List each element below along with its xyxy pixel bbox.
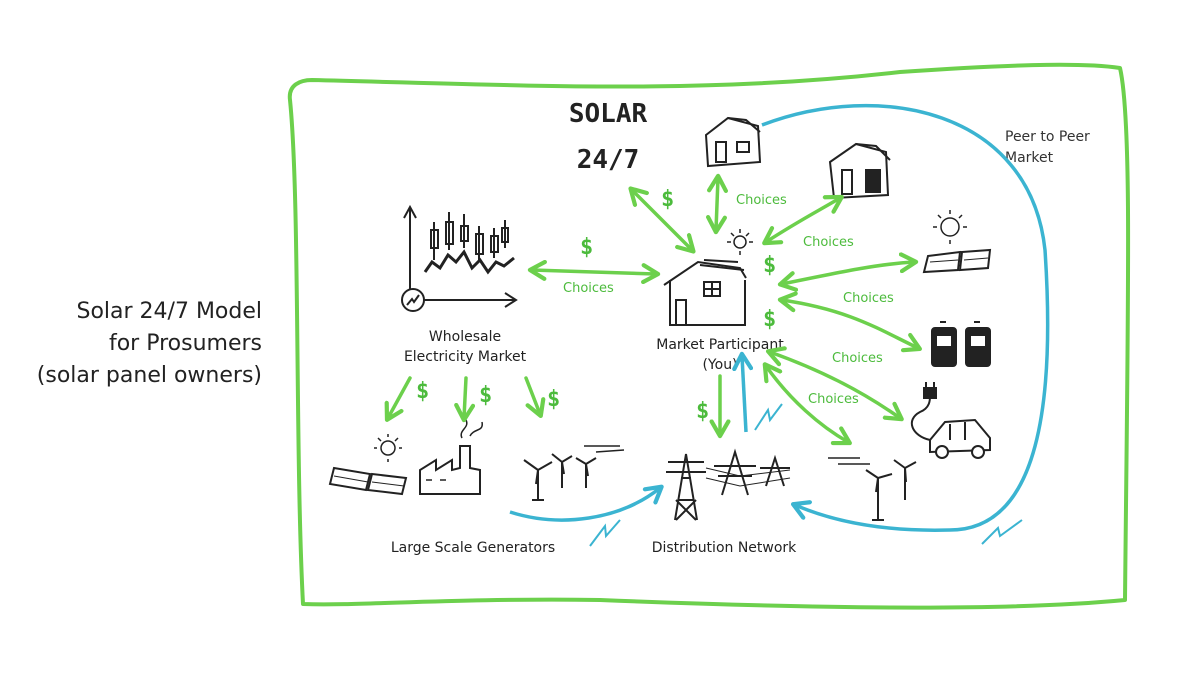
solar-title-247: 24/7 (577, 145, 640, 175)
p2p-label-1: Peer to Peer (1005, 129, 1090, 145)
battery-icon (931, 321, 991, 367)
choices-label: Choices (843, 291, 894, 306)
factory-icon (419, 419, 483, 495)
p2p-flow-line (761, 103, 1050, 532)
grid-to-participant-flow (732, 351, 754, 433)
choices-label: Choices (803, 235, 854, 250)
electric-car-icon (910, 395, 991, 459)
caption-line-2: for Prosumers (108, 331, 262, 356)
arrow-participant-house (705, 173, 729, 235)
arrow-participant-topleft (628, 186, 696, 254)
arrow-participant-battery (777, 291, 922, 353)
distribution-label: Distribution Network (652, 540, 797, 556)
p2p-label-2: Market (1005, 150, 1054, 166)
arrow-market-factory (454, 376, 476, 423)
caption-line-1: Solar 24/7 Model (76, 299, 262, 324)
dollar-sign: $ (763, 253, 776, 278)
wind-turbine-icon (523, 445, 625, 501)
wind-turbine-icon (828, 457, 917, 521)
dollar-sign: $ (763, 307, 776, 332)
dollar-sign: $ (416, 379, 429, 404)
choices-label: Choices (563, 281, 614, 296)
solar-panel-icon (922, 248, 992, 274)
power-plug-icon (923, 382, 937, 399)
green-frame (287, 62, 1131, 610)
arrow-participant-wind (762, 362, 852, 446)
transmission-tower-icon (666, 448, 791, 521)
sun-icon (727, 229, 753, 255)
arrow-wholesale-participant (527, 259, 661, 285)
generators-label: Large Scale Generators (391, 540, 555, 556)
participant-house-icon (663, 259, 747, 326)
dollar-sign: $ (479, 383, 492, 408)
participant-label-2: (You) (702, 357, 737, 373)
side-caption: Solar 24/7 Model for Prosumers (solar pa… (37, 296, 262, 392)
caption-line-3: (solar panel owners) (36, 363, 262, 388)
wholesale-label-2: Electricity Market (404, 349, 527, 365)
dollar-sign: $ (580, 235, 593, 260)
arrow-market-wind (524, 376, 546, 419)
choices-label: Choices (808, 392, 859, 407)
participant-label-1: Market Participant (656, 337, 784, 353)
house-icon (704, 116, 762, 168)
dollar-sign: $ (696, 399, 709, 424)
wholesale-label-1: Wholesale (429, 329, 501, 345)
solar-title: SOLAR (569, 99, 648, 129)
solar-panel-icon (328, 466, 408, 496)
generators-to-grid-flow (509, 484, 664, 522)
arrow-market-solar (384, 376, 412, 422)
choices-label: Choices (736, 193, 787, 208)
dollar-sign: $ (547, 387, 560, 412)
arrow-participant-solar (777, 252, 919, 292)
lightning-icon (401, 288, 425, 312)
sun-icon (933, 210, 967, 244)
dollar-sign: $ (661, 187, 674, 212)
sun-icon (374, 434, 402, 462)
arrow-participant-battery-house (762, 194, 844, 246)
choices-label: Choices (832, 351, 883, 366)
candlestick-chart-icon (403, 204, 518, 308)
battery-house-icon (828, 142, 891, 200)
